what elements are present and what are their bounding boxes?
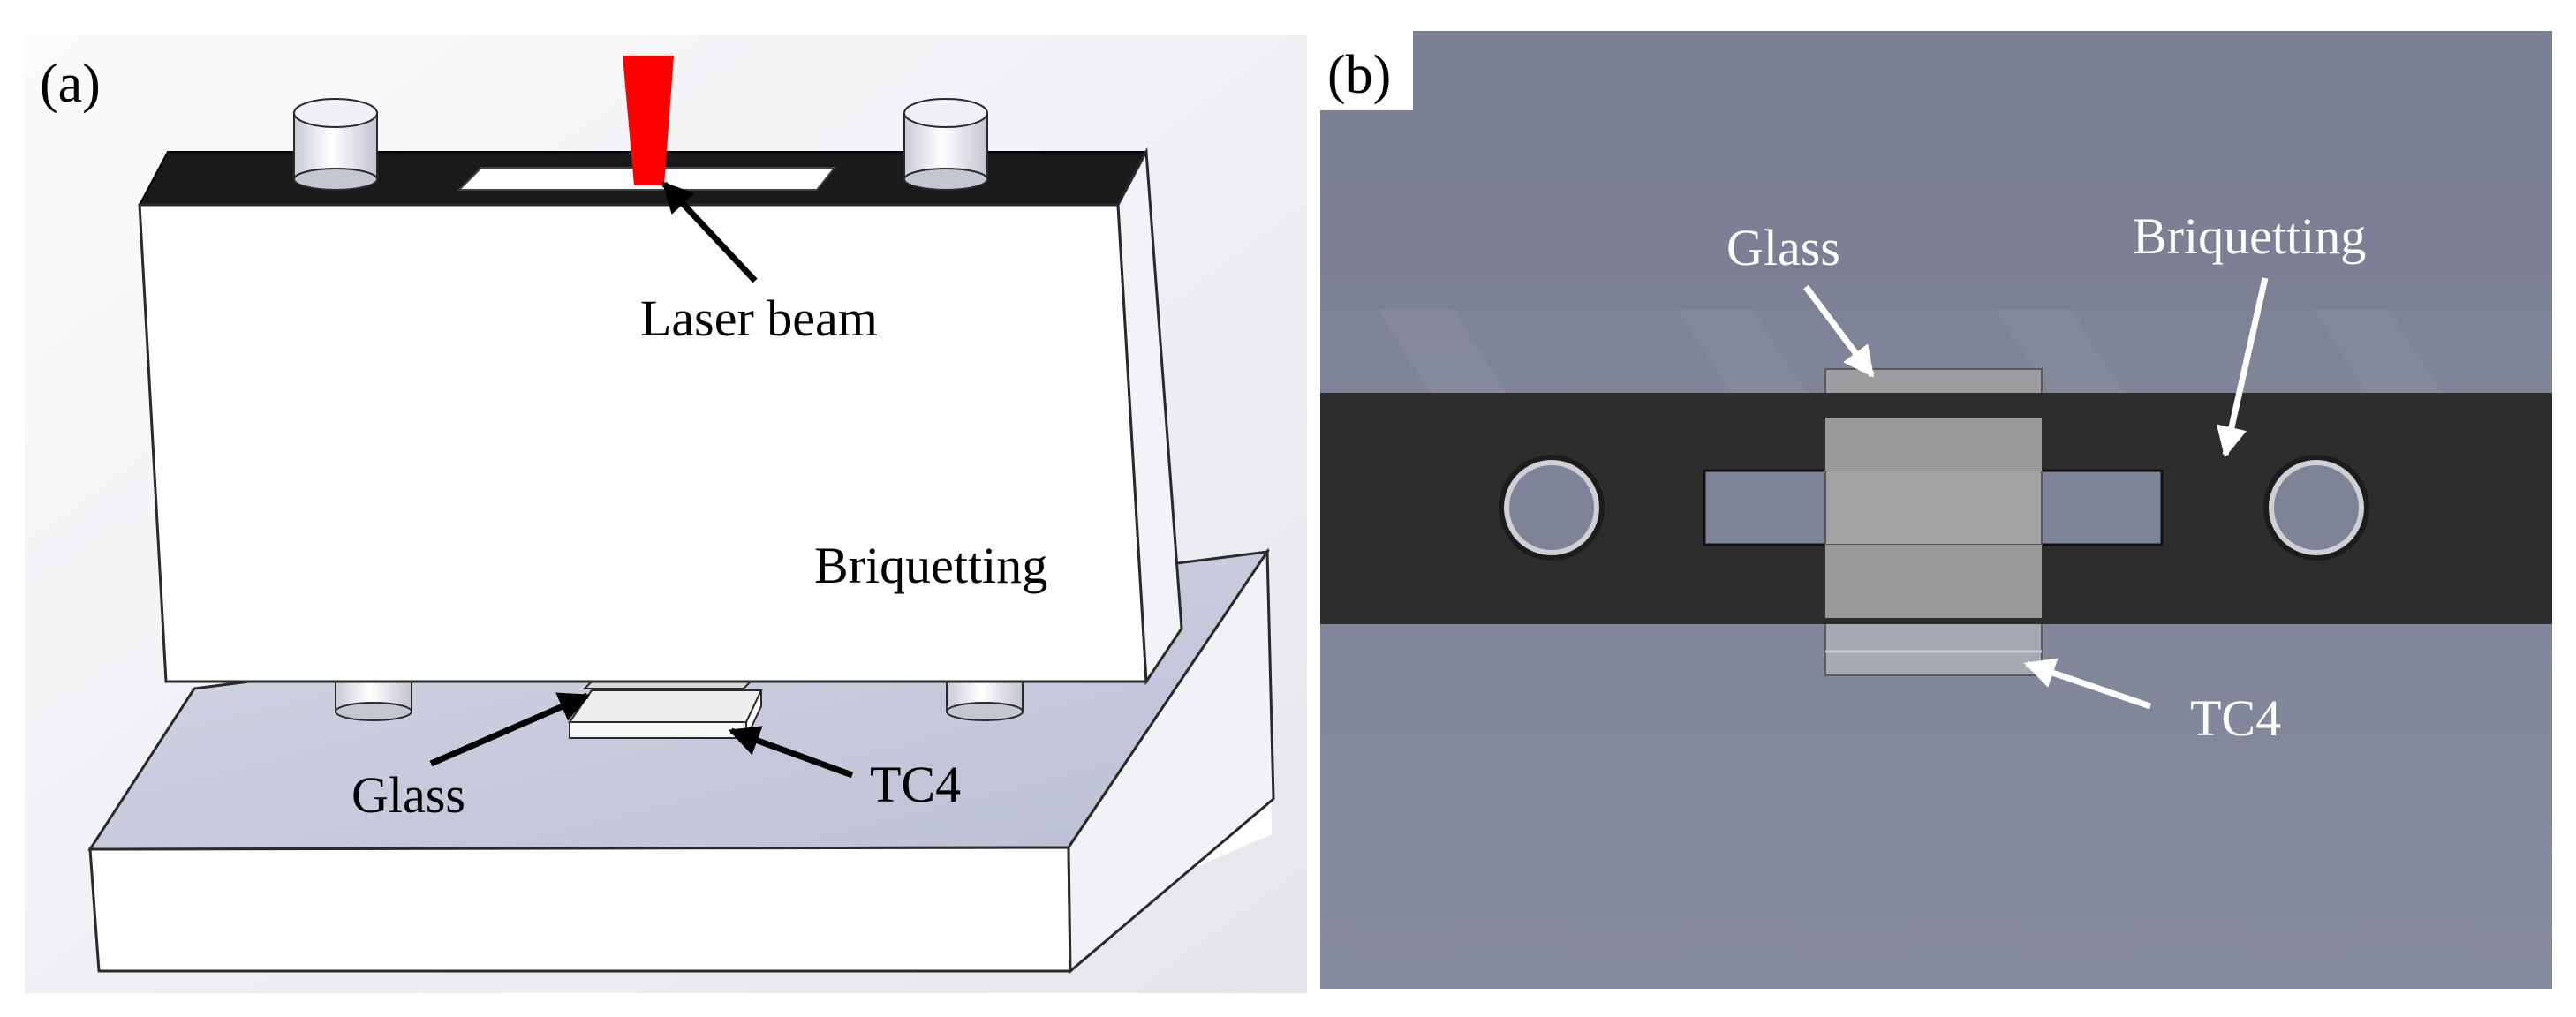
briquetting-label-a: Briquetting (814, 537, 1047, 594)
briquetting-front (138, 203, 1148, 683)
base-plate-front (88, 846, 1072, 973)
laser-beam-label: Laser beam (640, 290, 878, 347)
arrow-laser-beam (661, 181, 758, 283)
upper-pin-right (903, 98, 988, 191)
tc4-strip (1824, 617, 2043, 676)
panel-b: (b) Glass Briquetting TC4 (1320, 31, 2552, 989)
panel-b-tag-box (1320, 31, 1413, 110)
pin-hole-left (1499, 455, 1605, 561)
base-plate-side (1067, 547, 1275, 975)
tc4-label-a: TC4 (870, 756, 961, 813)
briquetting-block (138, 147, 1183, 686)
upper-pin-left (293, 98, 378, 191)
glass-in-slot (1824, 470, 2043, 546)
arrow-briquetting-b (2216, 277, 2269, 458)
tc4-label-b: TC4 (2190, 689, 2281, 747)
lower-pin-left (335, 681, 412, 721)
panel-b-tag: (b) (1327, 45, 1391, 105)
arrow-glass-a (429, 692, 591, 767)
glass-label-b: Glass (1726, 219, 1840, 276)
briquetting-label-b: Briquetting (2133, 207, 2366, 265)
lower-pin-right (946, 681, 1024, 721)
arrow-glass-b (1803, 284, 1875, 378)
panel-a: (a) Laser beam Briquetting Glass TC4 (25, 35, 1307, 993)
pin-hole-right (2263, 455, 2369, 561)
laser-beam (623, 56, 674, 185)
panel-a-tag: (a) (40, 54, 101, 114)
tc4-plate (568, 689, 763, 723)
glass-label-a: Glass (351, 766, 465, 824)
arrow-tc4-a (728, 726, 854, 779)
briquetting-side (1116, 147, 1183, 686)
specimen-stack (568, 679, 763, 739)
arrow-tc4-b (2023, 658, 2152, 710)
